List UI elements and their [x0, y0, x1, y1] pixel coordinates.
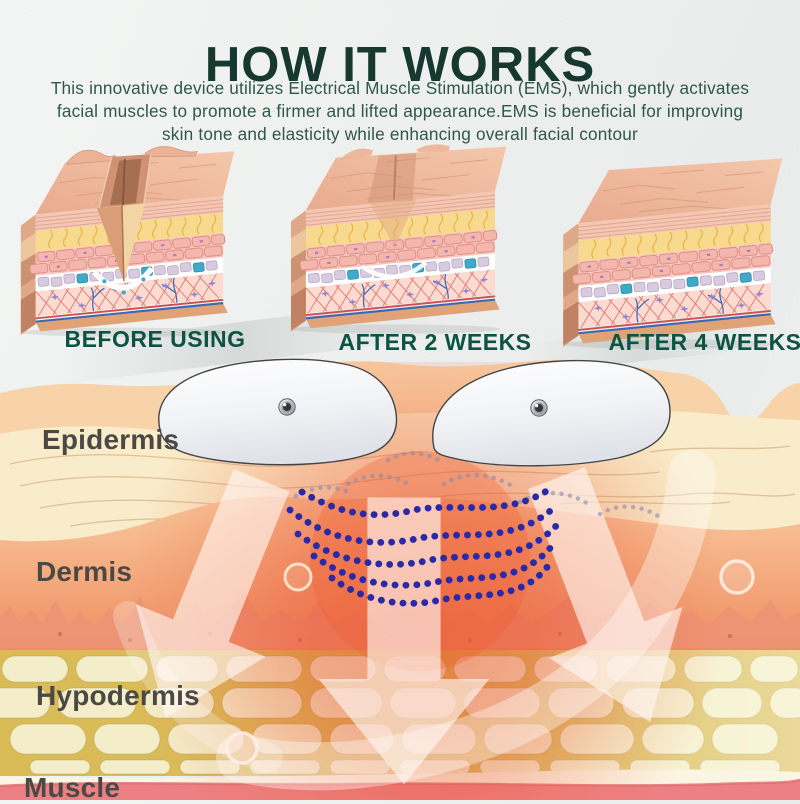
skin-stage-4-weeks	[548, 149, 786, 349]
layer-label-epidermis: Epidermis	[42, 424, 180, 455]
skin-layers-diagram-main	[0, 356, 800, 800]
electrode-snap-icon	[278, 398, 296, 416]
deep-wrinkle	[66, 146, 198, 295]
skin-stage-before	[6, 142, 238, 337]
stage-label-after-2-weeks: AFTER 2 WEEKS	[338, 329, 532, 355]
layer-label-muscle: Muscle	[24, 772, 121, 803]
skin-cross-section-deep-wrinkle	[6, 146, 238, 337]
electrode-snap-icon	[530, 399, 548, 417]
bubbles	[225, 559, 755, 765]
skin-cross-section-shallow-wrinkle	[276, 144, 510, 334]
description-line-2: facial muscles to promote a firmer and l…	[56, 101, 744, 122]
layer-label-dermis: Dermis	[36, 556, 133, 587]
stage-label-after-4-weeks: AFTER 4 WEEKS	[608, 329, 800, 355]
stage-label-before-using: BEFORE USING	[64, 326, 246, 352]
skin-stage-2-weeks	[276, 137, 510, 334]
curved-arrow	[216, 450, 716, 791]
description-line-3: skin tone and elasticity while enhancing…	[162, 124, 638, 145]
ems-patch-right	[432, 359, 671, 467]
layer-label-hypodermis: Hypodermis	[36, 680, 200, 711]
skin-cross-section-smooth	[548, 149, 786, 349]
ems-patch-left	[158, 358, 398, 466]
shallow-wrinkle	[341, 144, 451, 280]
skin-diagram-art	[0, 358, 800, 800]
description-line-1: This innovative device utilizes Electric…	[50, 78, 750, 99]
stimulation-waves	[286, 486, 560, 607]
page-title: HOW IT WORKS	[204, 37, 596, 92]
